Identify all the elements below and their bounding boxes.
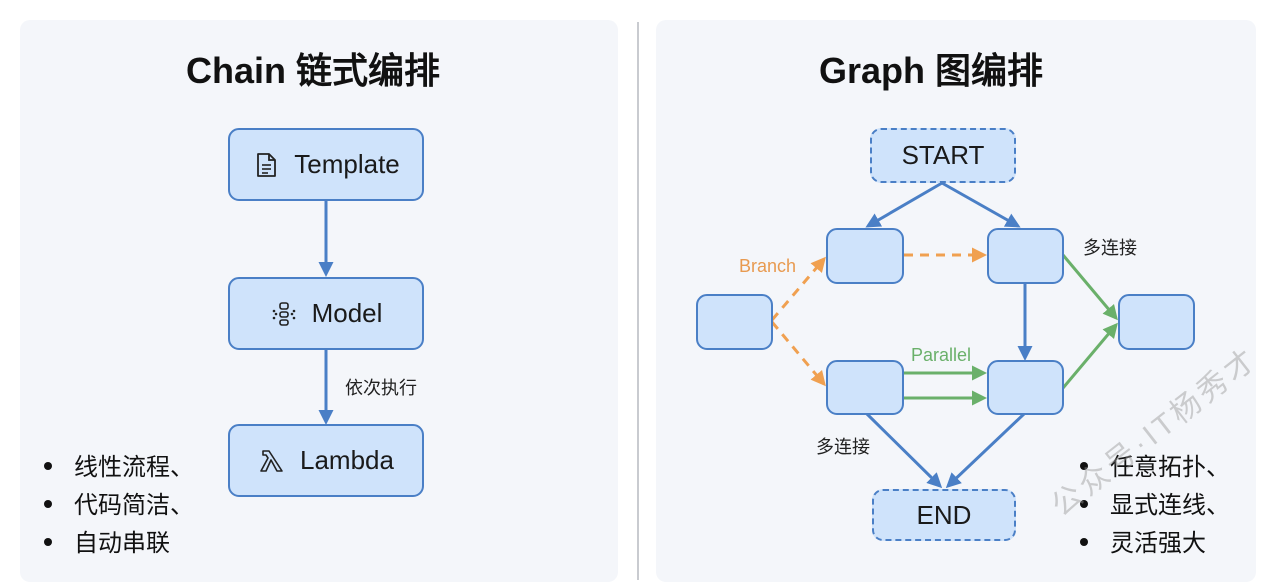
template-label: Template	[294, 149, 400, 179]
graph-feature-text: 任意拓扑、	[1110, 454, 1230, 481]
end-node[interactable]: END	[872, 489, 1016, 541]
divider	[637, 22, 639, 580]
graph-feature-item: 显式连线、	[1080, 487, 1230, 525]
graph-title: Graph 图编排	[819, 50, 1044, 91]
graph-node-b[interactable]	[987, 228, 1064, 284]
model-node[interactable]: Model	[228, 277, 424, 350]
graph-node-sink[interactable]	[1118, 294, 1195, 350]
edge-c-end	[864, 411, 943, 489]
document-icon	[257, 152, 277, 177]
bullet-dot	[44, 537, 52, 546]
chain-feature-item: 自动串联	[44, 525, 194, 563]
graph-feature-text: 显式连线、	[1110, 492, 1230, 519]
edge-b-e	[1061, 254, 1118, 321]
graph-features: 任意拓扑、 显式连线、 灵活强大	[1080, 449, 1230, 563]
bullet-dot	[1080, 499, 1088, 508]
chain-feature-item: 线性流程、	[44, 449, 194, 487]
bullet-dot	[44, 499, 52, 508]
bullet-dot	[1080, 461, 1088, 470]
end-label: END	[916, 499, 972, 530]
lambda-icon	[260, 449, 283, 472]
graph-feature-text: 灵活强大	[1110, 530, 1206, 557]
chain-feature-text: 代码简洁、	[74, 492, 194, 519]
edge-branch-c	[770, 321, 826, 387]
start-label: START	[901, 140, 985, 170]
start-node[interactable]: START	[870, 128, 1016, 183]
graph-node-c[interactable]	[826, 360, 904, 415]
chain-feature-text: 线性流程、	[74, 454, 194, 481]
lambda-node[interactable]: Lambda	[228, 424, 424, 497]
graph-feature-item: 任意拓扑、	[1080, 449, 1230, 487]
graph-node-source[interactable]	[696, 294, 773, 350]
bullet-dot	[1080, 537, 1088, 546]
chain-features: 线性流程、 代码简洁、 自动串联	[44, 449, 194, 563]
edge-start-b	[941, 181, 1021, 228]
chain-feature-text: 自动串联	[74, 530, 170, 557]
sequential-label: 依次执行	[345, 378, 417, 398]
graph-node-d[interactable]	[987, 360, 1064, 415]
edge-d-e	[1061, 322, 1118, 389]
edge-d-end	[945, 411, 1027, 489]
chain-feature-item: 代码简洁、	[44, 487, 194, 525]
edge-start-a	[865, 181, 943, 228]
branch-label: Branch	[739, 256, 797, 276]
lambda-label: Lambda	[300, 445, 394, 475]
flowchart-icon	[272, 301, 295, 326]
multi-connect-label-top: 多连接	[1083, 238, 1137, 258]
graph-node-a[interactable]	[826, 228, 904, 284]
multi-connect-label-bottom: 多连接	[816, 437, 870, 457]
graph-feature-item: 灵活强大	[1080, 525, 1230, 563]
template-node[interactable]: Template	[228, 128, 424, 201]
bullet-dot	[44, 461, 52, 470]
edge-branch-a	[770, 256, 826, 321]
chain-title: Chain 链式编排	[186, 50, 441, 91]
model-label: Model	[311, 298, 383, 328]
parallel-label: Parallel	[911, 345, 972, 365]
